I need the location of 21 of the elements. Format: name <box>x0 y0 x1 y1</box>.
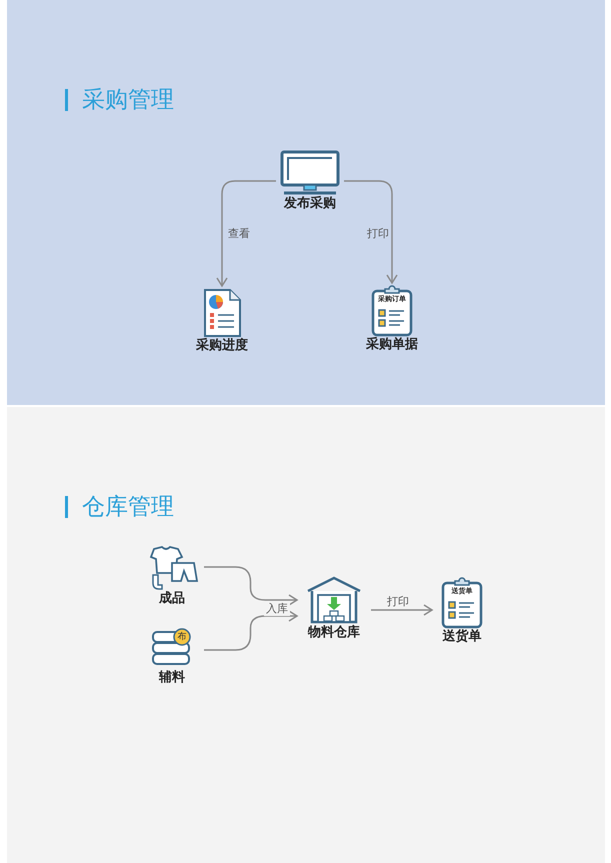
section-panel <box>7 407 605 863</box>
node-label: 采购单据 <box>366 337 418 353</box>
node-label: 辅料 <box>159 670 185 686</box>
edge-label: 查看 <box>226 226 252 241</box>
node-label: 成品 <box>159 591 185 607</box>
section-heading: 仓库管理 <box>82 493 174 521</box>
node-label: 物料仓库 <box>308 625 360 641</box>
coin-label: 布 <box>176 630 188 644</box>
section-heading: 采购管理 <box>82 86 174 114</box>
arrow <box>371 604 433 616</box>
edge-label: 打印 <box>385 594 411 609</box>
arrow <box>204 610 298 651</box>
node-label: 送货单 <box>442 629 482 645</box>
arrow <box>204 566 298 606</box>
arrow <box>344 180 398 284</box>
node-label: 发布采购 <box>284 196 336 212</box>
node-label: 采购进度 <box>196 338 248 354</box>
arrow <box>216 180 276 287</box>
edge-label: 入库 <box>264 601 290 616</box>
edge-label: 打印 <box>365 226 391 241</box>
section-panel <box>7 0 605 405</box>
